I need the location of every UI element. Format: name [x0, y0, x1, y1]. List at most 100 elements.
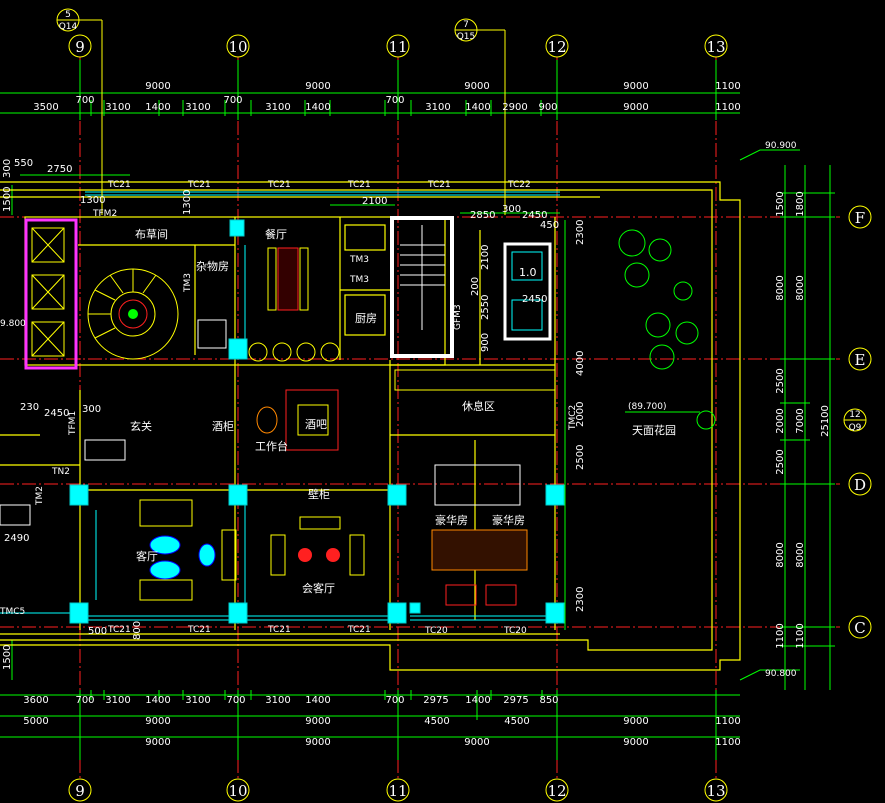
elevation-label: 90.800 [765, 669, 797, 679]
dim-label: 1400 [145, 695, 170, 706]
dim-label: 3500 [33, 102, 58, 113]
room-label: 会客厅 [302, 581, 335, 595]
dim-label: 1500 [2, 187, 13, 212]
axis-bubble-13-bottom: 13 [704, 778, 728, 802]
room-label: 壁柜 [308, 487, 330, 501]
dim-label: 9000 [305, 716, 330, 727]
dim-label: 2975 [423, 695, 448, 706]
elevation-label: 9.800 [0, 319, 26, 329]
dim-label: 700 [385, 695, 404, 706]
dim-label: 300 [502, 204, 521, 215]
dim-label: 1100 [715, 81, 740, 92]
window-tag: TC21 [267, 625, 291, 635]
dim-label: 4500 [504, 716, 529, 727]
dim-label: 700 [75, 695, 94, 706]
furniture [0, 247, 556, 606]
axis-bubble-9: 9 [68, 34, 92, 58]
window-tag: TC21 [427, 180, 451, 190]
window-tag: TC21 [347, 180, 371, 190]
garden-trees [618, 229, 716, 430]
dim-label: 2100 [362, 196, 387, 207]
dim-label: 2450 [522, 210, 547, 221]
dimension-text-top: 9000 9000 9000 9000 1100 3500 700 3100 1… [33, 81, 740, 113]
dim-label: 1400 [465, 102, 490, 113]
door-tag: TMC2 [568, 405, 578, 431]
dim-label: 2300 [575, 587, 586, 612]
dim-label: 200 [470, 277, 481, 296]
room-label: 客厅 [136, 549, 158, 563]
door-tag: TM3 [349, 255, 369, 265]
svg-text:D: D [854, 476, 866, 494]
dim-label: 8000 [775, 542, 786, 567]
dim-label: 300 [2, 159, 13, 178]
detail-callout-12: 12 Q9 [843, 408, 867, 433]
svg-text:12: 12 [547, 782, 566, 800]
axis-bubble-9-bottom: 9 [68, 778, 92, 802]
dim-label: 2850 [470, 210, 495, 221]
dim-label: 3600 [23, 695, 48, 706]
axis-bubble-F: F [848, 205, 872, 229]
room-labels: 布草间 餐厅 杂物房 厨房 休息区 玄关 酒柜 酒吧 工作台 客厅 会客厅 壁柜… [130, 227, 676, 595]
axis-bubble-10-bottom: 10 [226, 778, 250, 802]
dim-label: 3100 [185, 102, 210, 113]
dim-label: 9000 [145, 737, 170, 748]
svg-text:13: 13 [706, 782, 725, 800]
dim-label: 1400 [145, 102, 170, 113]
dim-label: 700 [226, 695, 245, 706]
dim-label: 2975 [503, 695, 528, 706]
axis-bubble-11-bottom: 11 [386, 778, 410, 802]
dim-label: 2450 [522, 294, 547, 305]
room-label: 工作台 [255, 439, 288, 453]
elevation-markers: 90.900 90.800 (89.700) 9.800 [0, 141, 800, 681]
dim-label: 1800 [795, 191, 806, 216]
svg-text:Q14: Q14 [59, 22, 78, 32]
svg-text:5: 5 [65, 10, 71, 20]
dimension-text-right: 1500 8000 2500 2000 2500 8000 1100 1800 … [775, 191, 831, 648]
svg-text:11: 11 [388, 38, 407, 56]
svg-text:13: 13 [706, 38, 725, 56]
window-tag: TC22 [507, 180, 531, 190]
room-label: 酒柜 [212, 420, 234, 433]
dim-label: 4500 [424, 716, 449, 727]
dim-label: 700 [75, 95, 94, 106]
svg-text:E: E [855, 351, 866, 369]
dim-label: 2000 [575, 402, 586, 427]
svg-text:7: 7 [463, 20, 469, 30]
dim-label: 1100 [715, 716, 740, 727]
window-tag: TC20 [503, 626, 527, 636]
svg-text:F: F [855, 209, 865, 227]
dim-label: 2550 [480, 295, 491, 320]
dim-label: 700 [385, 95, 404, 106]
window-tag: TC21 [107, 625, 131, 635]
dim-label: 3100 [185, 695, 210, 706]
dim-label: 1400 [305, 102, 330, 113]
dim-label: 9000 [145, 81, 170, 92]
dim-label: 1100 [715, 102, 740, 113]
room-label: 餐厅 [265, 227, 287, 241]
dim-label: 1100 [795, 623, 806, 648]
dim-label: 9000 [305, 737, 330, 748]
svg-text:C: C [854, 619, 865, 637]
dim-label: 4000 [575, 351, 586, 376]
axis-bubble-11: 11 [386, 34, 410, 58]
dim-label: 500 [88, 626, 107, 637]
dim-label: 1100 [715, 737, 740, 748]
dim-label: 2450 [44, 408, 69, 419]
dim-label: 7000 [795, 408, 806, 433]
dim-label: 1400 [465, 695, 490, 706]
room-label: 1.0 [519, 266, 537, 279]
dim-label: 9000 [464, 737, 489, 748]
axis-bubble-10: 10 [226, 34, 250, 58]
dim-label: 3100 [425, 102, 450, 113]
dim-label: 1100 [775, 623, 786, 648]
svg-text:12: 12 [547, 38, 566, 56]
dim-label: 850 [539, 695, 558, 706]
outer-walls [0, 181, 741, 671]
room-label: 厨房 [355, 312, 377, 325]
stair-core [390, 216, 552, 358]
dim-label: 2000 [775, 408, 786, 433]
svg-text:Q15: Q15 [457, 32, 476, 42]
dim-label: 3100 [265, 695, 290, 706]
